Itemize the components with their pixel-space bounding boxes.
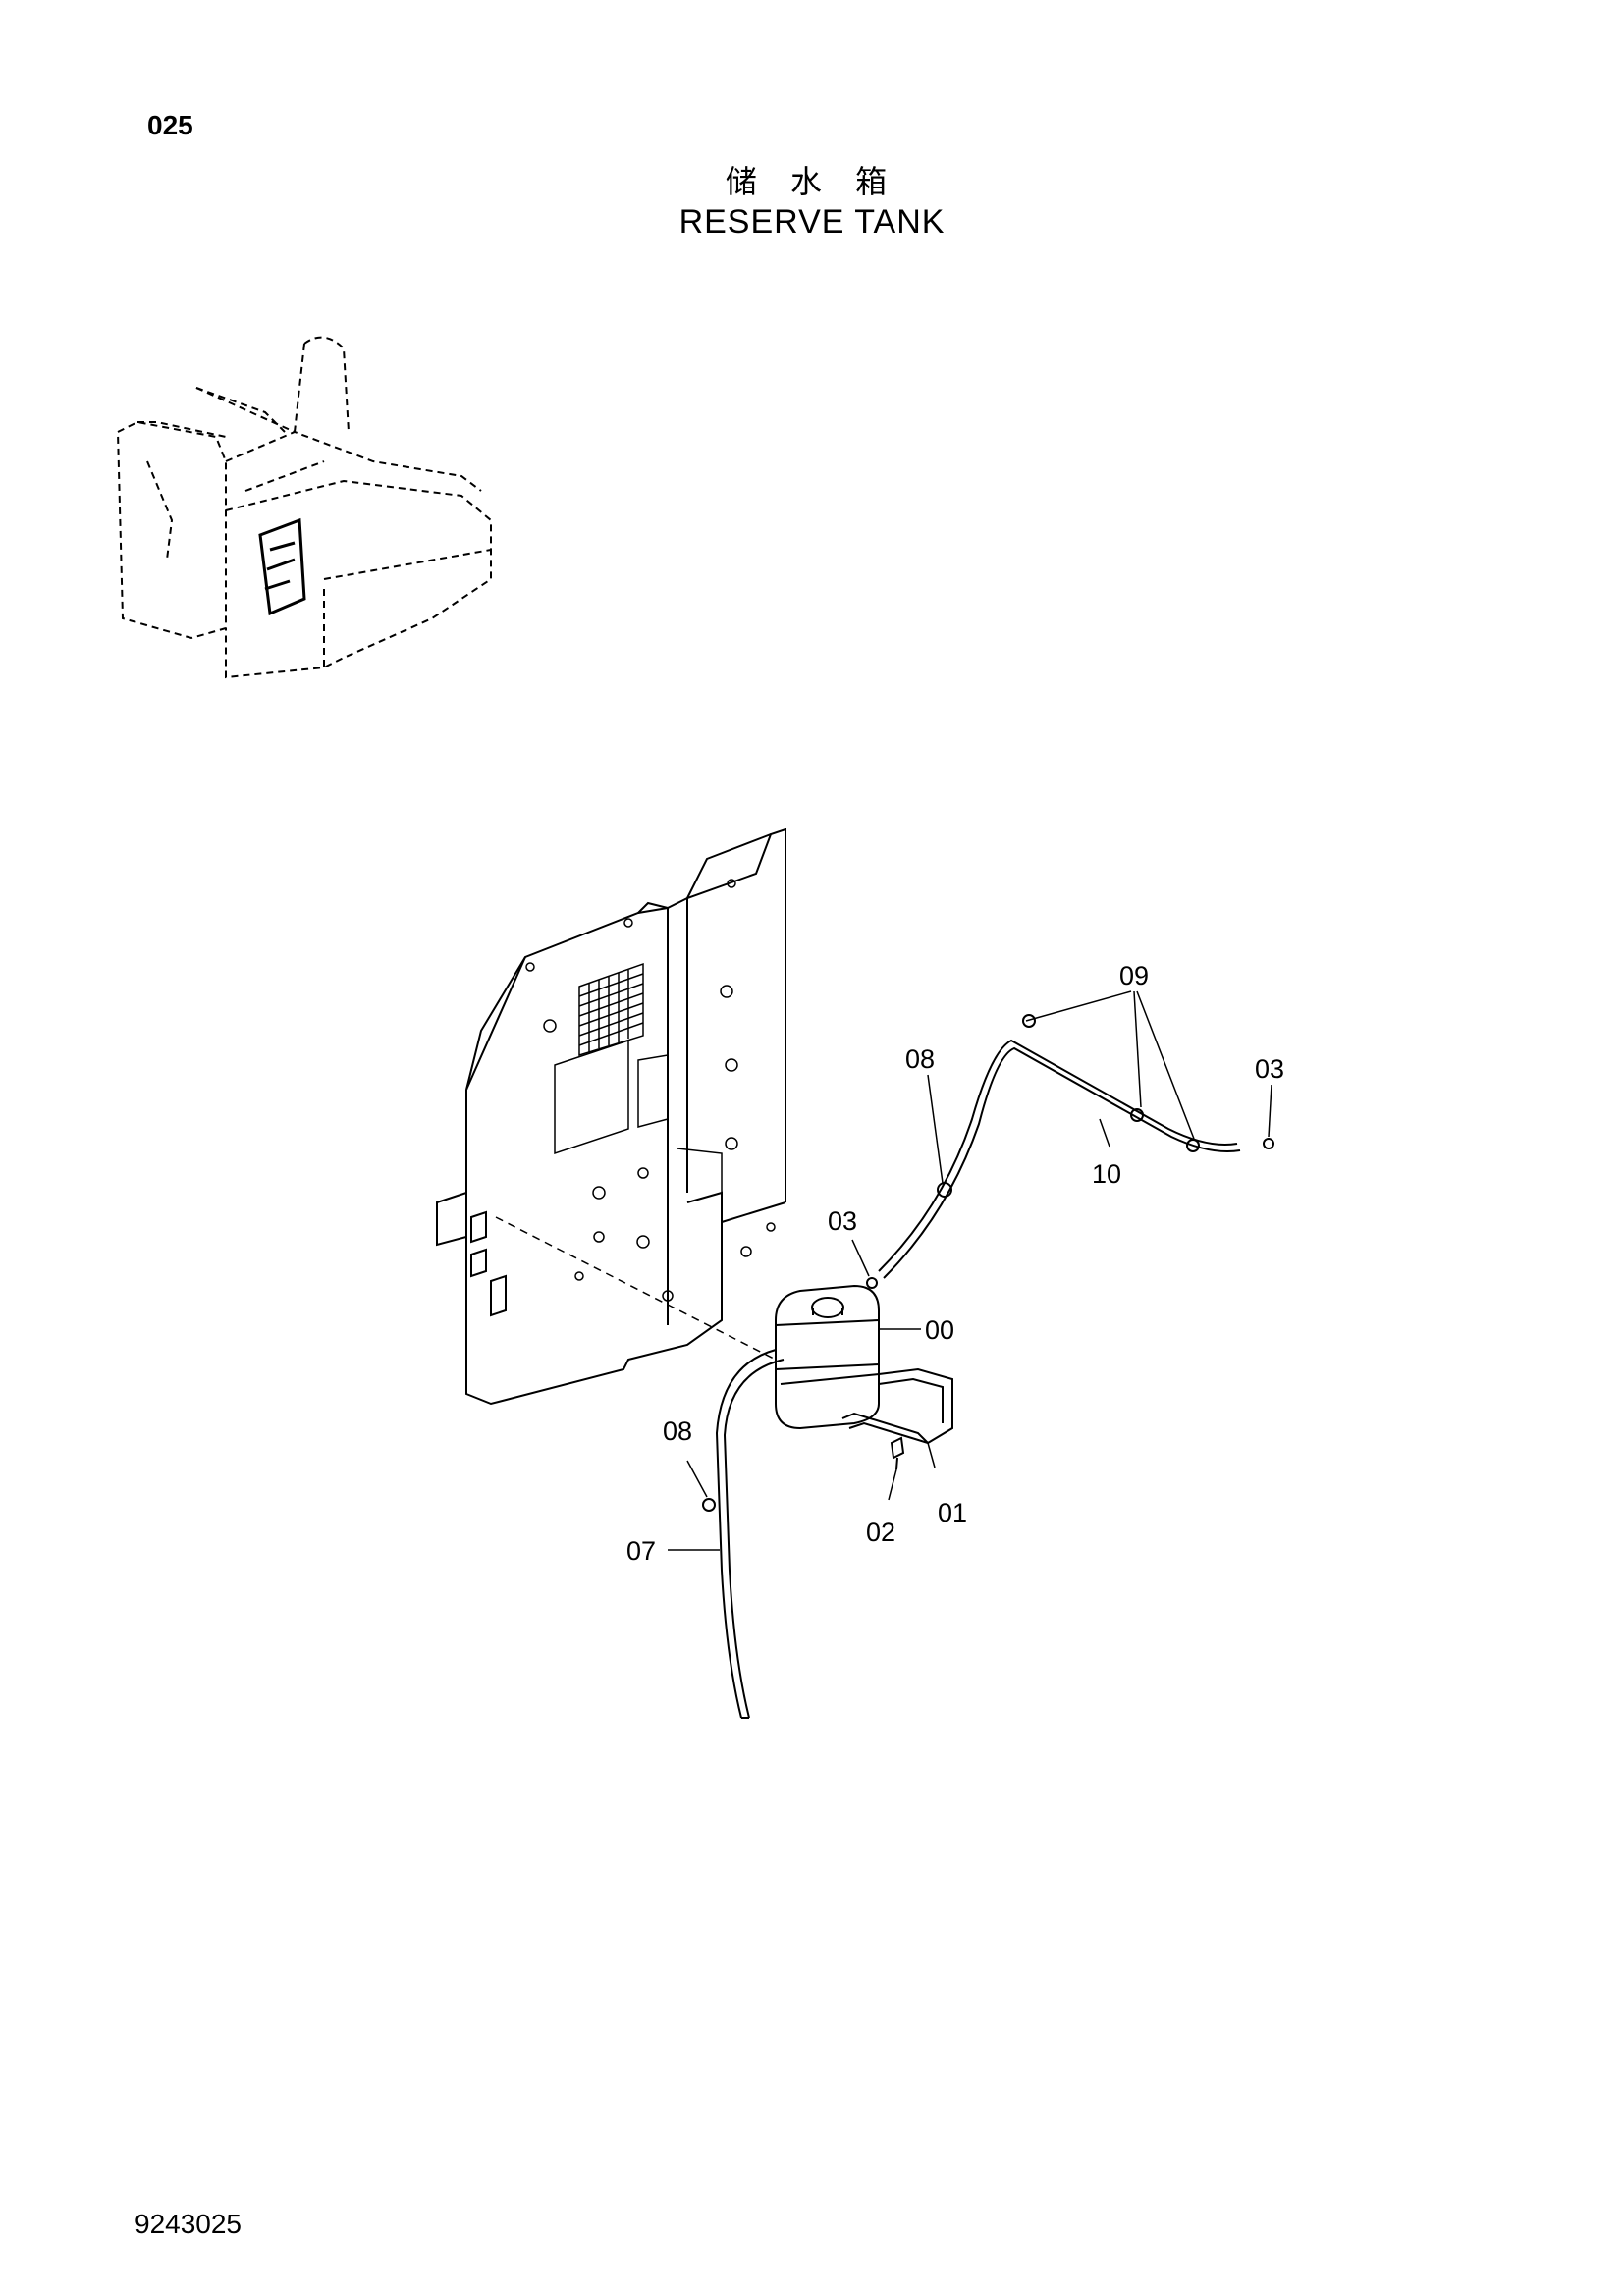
- tank-bracket: [841, 1367, 953, 1445]
- radiator-support-panel: [465, 828, 786, 1406]
- callout-09: 09: [1119, 961, 1149, 990]
- hoses: [715, 1039, 1241, 1719]
- bolt-02: [890, 1436, 905, 1470]
- leader-lines: [668, 990, 1272, 1551]
- side-brackets: [436, 1191, 507, 1317]
- mounting-leader-line: [495, 1216, 777, 1361]
- callout-08-upper: 08: [905, 1044, 935, 1074]
- callout-00: 00: [925, 1315, 954, 1345]
- title-english: RESERVE TANK: [678, 203, 946, 240]
- callout-03-right: 03: [1255, 1054, 1284, 1084]
- callout-07: 07: [626, 1536, 656, 1566]
- hose-clamps: [702, 1014, 1274, 1512]
- document-number: 9243025: [135, 2209, 243, 2239]
- radiator-grille: [554, 962, 723, 1320]
- callout-08-lower: 08: [663, 1416, 692, 1446]
- locator-highlight: [258, 517, 306, 616]
- callout-02: 02: [866, 1518, 895, 1547]
- panel-bolts: [525, 879, 776, 1302]
- excavator-locator-view: [116, 336, 492, 679]
- callout-01: 01: [938, 1498, 967, 1527]
- callout-10: 10: [1092, 1159, 1121, 1189]
- title-chinese: 储 水 箱: [725, 163, 899, 200]
- callout-03-left: 03: [828, 1206, 857, 1236]
- reserve-tank: [775, 1284, 880, 1430]
- page-number: 025: [147, 110, 193, 140]
